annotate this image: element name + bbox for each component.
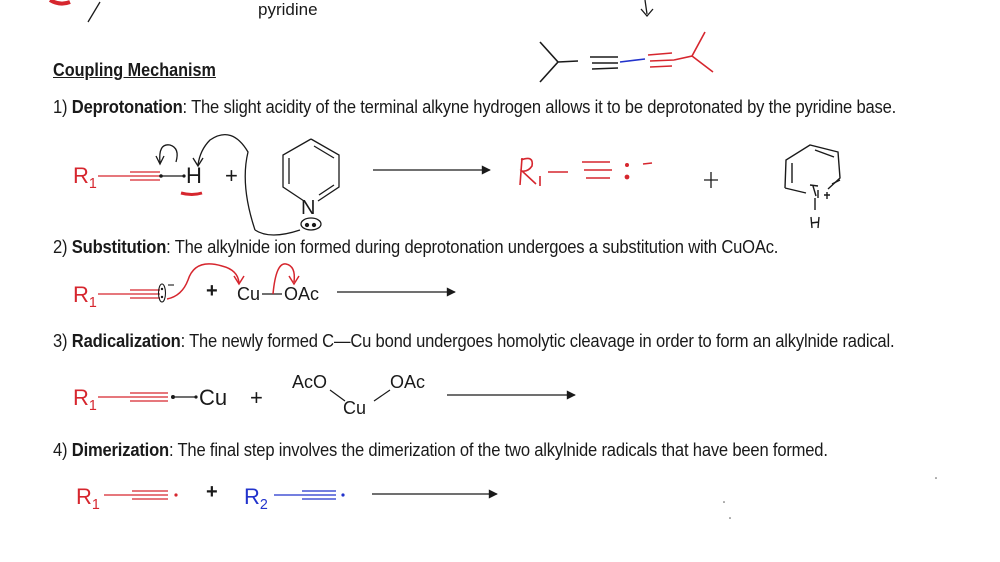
step-title: Substitution: [71, 237, 167, 257]
step-title: Dimerization: [71, 440, 169, 460]
step-description: : The alkylnide ion formed during deprot…: [166, 237, 779, 257]
alkynyl-radical-r2: [274, 490, 345, 500]
r1-label: R1: [73, 385, 97, 414]
step-number: 3): [53, 331, 68, 351]
r1-label: R1: [76, 484, 100, 513]
diyne-product-sketch: [539, 31, 714, 83]
step-title: Radicalization: [71, 331, 181, 351]
alkynyl-radical-r1: [104, 490, 178, 500]
r2-label: R2: [244, 484, 268, 513]
curved-arrow-icon: [197, 134, 256, 231]
hydrogen-label: H: [186, 163, 202, 188]
top-red-scribble: [48, 0, 71, 6]
step-number: 2): [53, 237, 68, 257]
plus-sign: +: [206, 481, 218, 503]
r1-label: R1: [73, 163, 97, 192]
top-line: [87, 1, 101, 23]
copper-label: Cu: [237, 284, 261, 304]
step-4-text: 4) Dimerization: The final step involves…: [53, 440, 828, 461]
alkynyl-copper-step3: [98, 392, 198, 402]
pyridine-structure: [282, 138, 340, 231]
acetate-label: OAc: [284, 284, 320, 304]
step-description: : The slight acidity of the terminal alk…: [182, 97, 897, 117]
copper-acetate-bonds: [329, 389, 391, 402]
curved-arrow-icon: [159, 144, 178, 164]
alkyne-r1-step1: [98, 171, 203, 196]
pyridine-label: pyridine: [258, 0, 318, 19]
step-number: 4): [53, 440, 68, 460]
acetoxy-label: OAc: [390, 372, 426, 392]
r1-label: R1: [73, 282, 97, 311]
plus-sign-handwritten: [704, 172, 718, 188]
pyridinium-sketch: [784, 144, 841, 229]
step-description: : The newly formed C—Cu bond undergoes h…: [180, 331, 895, 351]
curved-arrow-icon: [166, 263, 240, 300]
plus-sign: +: [225, 163, 238, 188]
plus-sign: +: [250, 385, 263, 410]
step-3-text: 3) Radicalization: The newly formed C—Cu…: [53, 331, 895, 352]
step-1-text: 1) Deprotonation: The slight acidity of …: [53, 97, 896, 118]
plus-sign: +: [206, 280, 218, 302]
copper-label: Cu: [199, 385, 228, 410]
page-title: Coupling Mechanism: [53, 60, 216, 80]
step-title: Deprotonation: [71, 97, 183, 117]
step-2-text: 2) Substitution: The alkylnide ion forme…: [53, 237, 778, 258]
copper-label: Cu: [343, 398, 367, 418]
alkynide-step2: [98, 283, 174, 303]
acetoxy-label: AcO: [292, 372, 328, 392]
acetylide-product-sketch: [519, 157, 653, 186]
nitrogen-label: N: [301, 197, 316, 219]
step-number: 1): [53, 97, 68, 117]
down-arrow-icon: [640, 0, 654, 17]
step-description: : The final step involves the dimerizati…: [168, 440, 828, 460]
curved-arrow-icon: [272, 263, 296, 295]
